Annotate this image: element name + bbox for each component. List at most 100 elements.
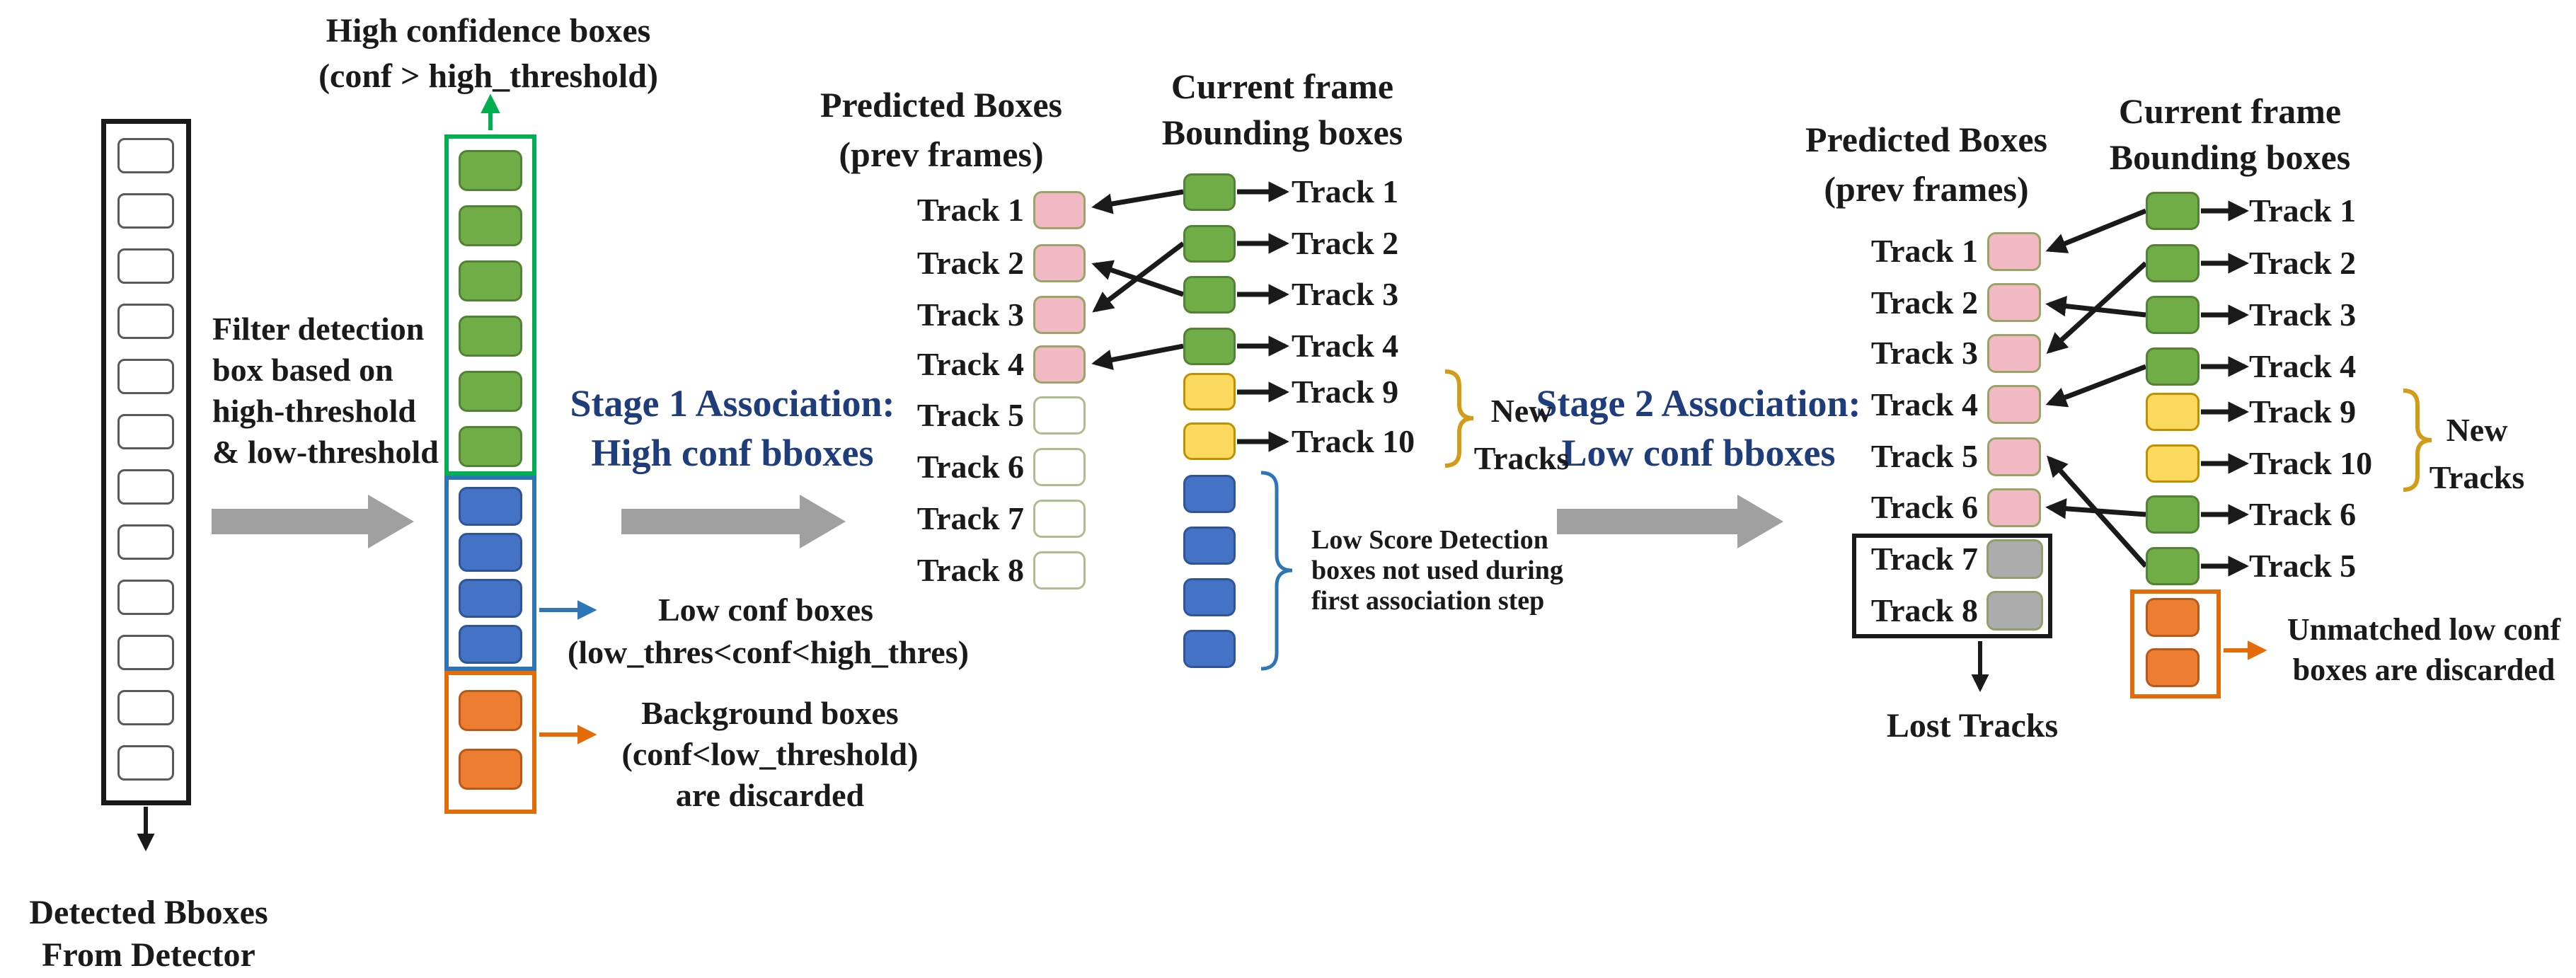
current-box-high: [2146, 547, 2200, 585]
high-conf-box: [459, 205, 522, 246]
pred-track-label: Track 2: [1870, 284, 1978, 321]
low-conf-outline: [444, 476, 536, 671]
pred-track-label: Track 1: [916, 192, 1024, 228]
stage1-arrow: [621, 495, 846, 548]
predicted-box-empty: [1033, 448, 1086, 486]
cur-track-label: Track 6: [2249, 496, 2357, 532]
cur-track-label: Track 2: [1292, 225, 1399, 261]
predicted-box: [1033, 191, 1086, 229]
cur-track-label: Track 10: [2249, 445, 2373, 481]
high-conf-box: [459, 150, 522, 191]
current-box-high: [2146, 192, 2200, 230]
new-tracks-label-line2: Tracks: [2429, 459, 2525, 495]
predicted-header-line2: (prev frames): [839, 134, 1044, 174]
pred-track-label: Track 3: [1870, 335, 1978, 371]
predicted-box: [1987, 334, 2041, 373]
match-arrow: [2047, 455, 2148, 568]
low-score-note-line: Low Score Detection: [1311, 525, 1548, 555]
match-arrow: [1091, 189, 1184, 214]
match-arrow: [1092, 241, 1185, 313]
current-header-line2: Bounding boxes: [1161, 113, 1403, 152]
match-arrow: [2045, 364, 2147, 408]
detected-box: [117, 690, 174, 725]
cur-track-label: Track 9: [2249, 393, 2357, 430]
new-tracks-label-line1: New: [1490, 393, 1553, 429]
background-box: [459, 690, 522, 731]
unmatched-outline: [2130, 589, 2221, 698]
low-conf-label-line2: (low_thres<conf<high_thres): [568, 634, 969, 670]
unmatched-note-line2: boxes are discarded: [2292, 652, 2555, 687]
predicted-header-line1: Predicted Boxes: [820, 85, 1063, 125]
stage2-arrow: [1557, 495, 1783, 548]
pred-track-label: Track 5: [916, 397, 1024, 433]
predicted-box-empty: [1033, 500, 1086, 538]
cur-track-label: Track 1: [2249, 192, 2357, 229]
match-arrow: [2045, 208, 2147, 253]
background-outline: [444, 671, 536, 814]
cur-track-label: Track 4: [1292, 328, 1399, 364]
predicted-box: [1033, 244, 1086, 282]
cur-track-label: Track 9: [1292, 374, 1399, 410]
match-arrow: [2045, 498, 2146, 519]
predicted-box: [1987, 385, 2041, 424]
high-conf-box: [459, 426, 522, 467]
predicted-box: [1033, 296, 1086, 334]
filter-note-line: box based on: [212, 352, 393, 388]
detected-box: [117, 524, 174, 560]
detected-box: [117, 248, 174, 284]
detected-box: [117, 469, 174, 505]
lost-track-box: [1986, 591, 2043, 631]
pred-track-label: Track 3: [916, 297, 1024, 333]
current-box-high: [1183, 225, 1236, 263]
detected-box: [117, 138, 174, 173]
new-tracks-label-line2: Tracks: [1473, 440, 1570, 476]
high-conf-label-line2: (conf > high_threshold): [318, 57, 658, 95]
cur-track-label: Track 5: [2249, 548, 2357, 584]
lost-track-box: [1986, 539, 2043, 579]
predicted-box: [1987, 488, 2041, 527]
pred-track-label: Track 1: [1870, 233, 1978, 269]
new-tracks-label-line1: New: [2446, 412, 2508, 448]
current-box-high: [2146, 244, 2200, 282]
current-box-high: [2146, 296, 2200, 334]
pred-track-label: Track 7: [916, 500, 1024, 536]
current-box-new: [1183, 373, 1236, 410]
predicted-box: [1987, 437, 2041, 476]
filter-note-line: & low-threshold: [212, 434, 439, 470]
background-label-line1: Background boxes: [641, 695, 899, 731]
detected-box: [117, 580, 174, 615]
pred-track-label: Track 6: [1870, 489, 1978, 525]
current-box-new: [2146, 444, 2200, 483]
stage1-title-line1: Stage 1 Association:: [570, 382, 895, 425]
background-label-line3: are discarded: [675, 777, 865, 813]
current-box-high: [1183, 328, 1236, 365]
detected-box: [117, 745, 174, 781]
pred-track-label: Track 6: [916, 449, 1024, 485]
match-arrow: [2046, 261, 2148, 354]
unmatched-note-line1: Unmatched low conf: [2287, 612, 2561, 647]
detector-label-line2: From Detector: [42, 936, 255, 974]
pred-track-label: Track 4: [1870, 386, 1978, 422]
current-box-low: [1183, 630, 1236, 668]
low-conf-label-line1: Low conf boxes: [657, 592, 874, 628]
lost-tracks-label: Lost Tracks: [1886, 707, 2059, 744]
predicted-box: [1987, 283, 2041, 322]
predicted-box: [1987, 232, 2041, 271]
predicted-box-empty: [1033, 396, 1086, 435]
unmatched-box: [2146, 598, 2200, 637]
match-arrow: [2045, 295, 2146, 318]
high-conf-label-line1: High confidence boxes: [326, 12, 651, 50]
current-box-high: [2146, 495, 2200, 534]
detected-box: [117, 304, 174, 339]
predicted-box: [1033, 345, 1086, 384]
low-score-note-line: first association step: [1311, 586, 1545, 616]
predicted-box-empty: [1033, 551, 1086, 589]
low-score-brace: [1260, 471, 1293, 671]
low-conf-box: [459, 579, 522, 618]
stage2-title-line1: Stage 2 Association:: [1536, 382, 1861, 425]
pred-track-label: Track 8: [1870, 592, 1978, 628]
current-header-line1: Current frame: [2118, 91, 2342, 131]
low-conf-box: [459, 533, 522, 572]
cur-track-label: Track 10: [1292, 423, 1415, 459]
pred-track-label: Track 5: [1870, 438, 1978, 474]
